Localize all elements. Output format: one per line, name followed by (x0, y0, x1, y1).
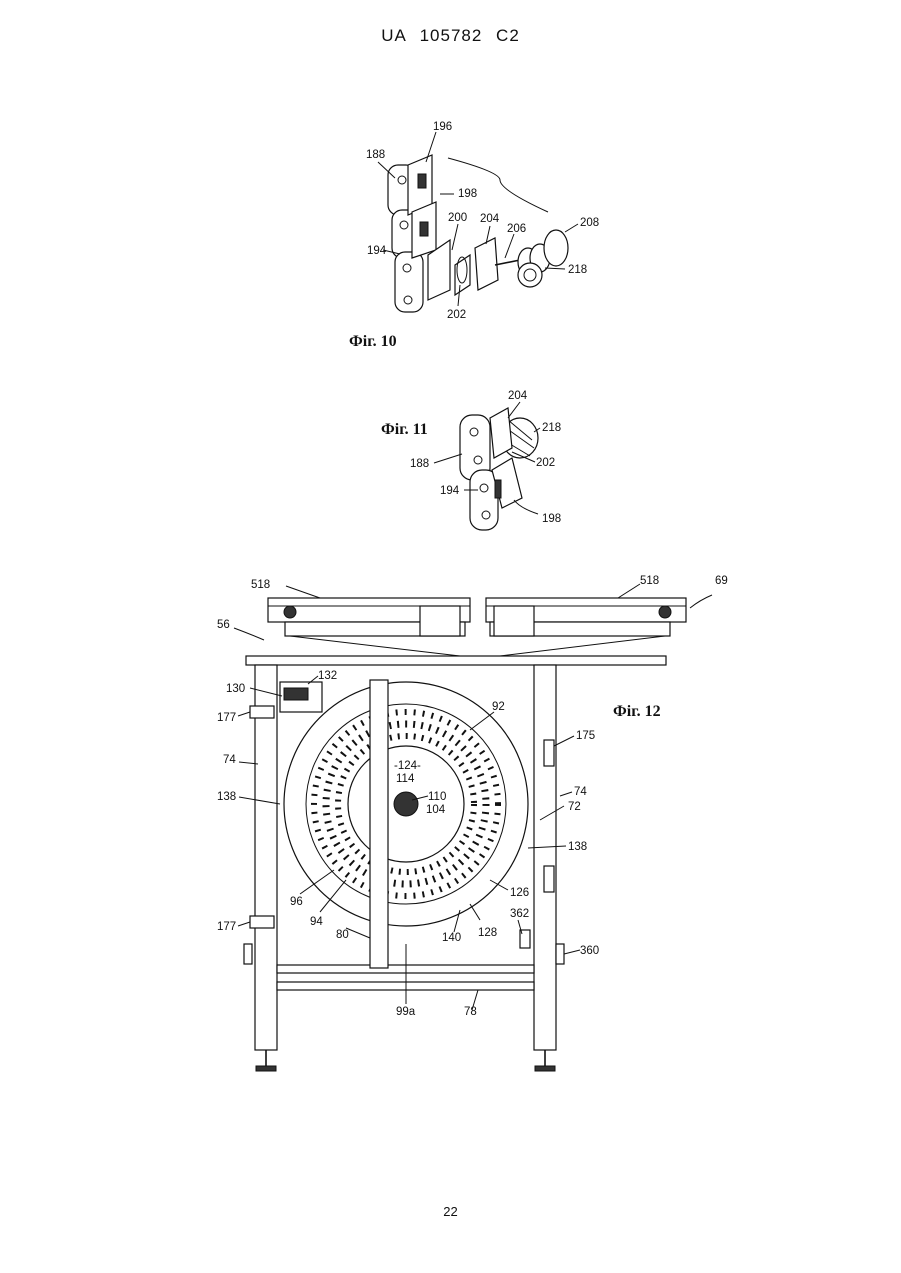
fig12-label: 72 (568, 801, 581, 813)
fig12-label: 78 (464, 1006, 477, 1018)
fig12-label: 74 (223, 754, 236, 766)
table-top (246, 656, 666, 665)
fig12-label: 175 (576, 730, 595, 742)
page-number: 22 (0, 1204, 901, 1219)
fig12-label: 99a (396, 1006, 416, 1018)
fig12-label: 74 (574, 786, 587, 798)
fig12-label: 126 (510, 887, 529, 899)
fig12-label: 110 (428, 791, 446, 803)
fig12-label: 80 (336, 929, 349, 941)
fig12-label: 104 (426, 804, 446, 816)
fig12-label: 360 (580, 945, 599, 957)
fig12-label: 138 (217, 791, 236, 803)
fig12-label: 518 (251, 579, 270, 591)
fig12-label: 177 (217, 712, 236, 724)
fig12-label: 130 (226, 683, 245, 695)
fig12-label: 128 (478, 927, 497, 939)
fig12-label: 94 (310, 916, 323, 928)
fig12-label: 69 (715, 575, 728, 587)
leg-right (534, 665, 556, 1050)
fig12-label: 138 (568, 841, 587, 853)
fig12-label: 114 (396, 773, 415, 785)
fig12-label: 132 (318, 670, 337, 682)
fig12-label: 96 (290, 896, 303, 908)
fig12-label: 56 (217, 619, 230, 631)
figure-12-caption: Фіг. 12 (613, 703, 661, 721)
fig12-label: 177 (217, 921, 236, 933)
leg-left (255, 665, 277, 1050)
fig12-label: 140 (442, 932, 461, 944)
post-80 (370, 680, 388, 968)
fig12-label: 362 (510, 908, 529, 920)
fig12-label: -124- (394, 760, 421, 772)
fig12-label: 518 (640, 575, 659, 587)
fig12-label: 92 (492, 701, 505, 713)
